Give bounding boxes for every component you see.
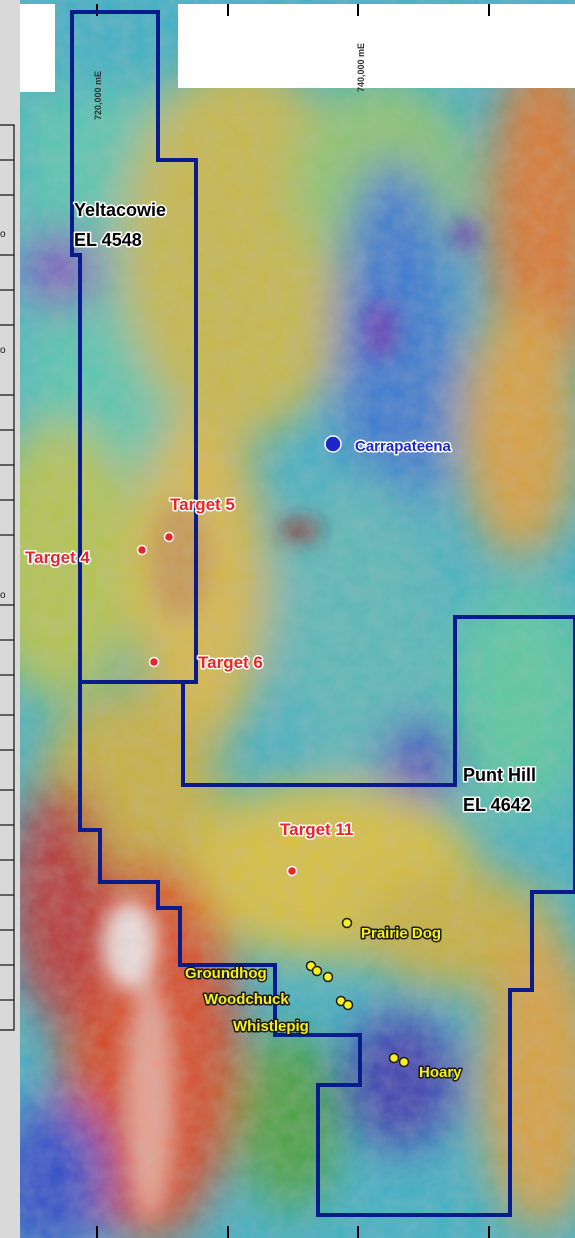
groundhog-label: Groundhog [185, 965, 267, 982]
svg-text:o: o [0, 229, 6, 240]
left-scale-ticks [0, 124, 15, 1031]
target-11-label: Target 11 [280, 820, 353, 839]
svg-text:o: o [0, 590, 6, 601]
target-6-marker[interactable] [148, 656, 160, 668]
target-4-label: Target 4 [25, 548, 90, 567]
tenement-name-punt-hill: Punt Hill [463, 765, 536, 785]
groundhog-marker-3[interactable] [322, 971, 334, 983]
carrapateena-label: Carrapateena [355, 438, 452, 455]
target-5-marker[interactable] [163, 531, 175, 543]
left-scale-marks: o o o [0, 229, 6, 601]
carrapateena-marker[interactable] [324, 435, 342, 453]
target-11-marker[interactable] [286, 865, 298, 877]
svg-text:o: o [0, 345, 6, 356]
top-white-margin-left [20, 4, 55, 92]
grid-label-740000: 740,000 mE [356, 43, 366, 92]
left-frame [0, 0, 20, 1238]
groundhog-marker-2[interactable] [311, 965, 323, 977]
bottom-grid-ticks [96, 1226, 490, 1238]
woodchuck-marker-2[interactable] [342, 999, 354, 1011]
target-4-marker[interactable] [136, 544, 148, 556]
tenement-name-yeltacowie: Yeltacowie [74, 200, 166, 220]
prairie-dog-marker[interactable] [341, 917, 353, 929]
hoary-marker-1[interactable] [388, 1052, 400, 1064]
punt-hill-boundary [78, 615, 575, 1217]
grid-label-720000: 720,000 mE [93, 71, 103, 120]
hoary-label: Hoary [419, 1064, 462, 1081]
top-white-margin-right [178, 4, 575, 88]
tenement-id-punt-hill: EL 4642 [463, 795, 531, 815]
target-6-label: Target 6 [198, 653, 263, 672]
tenement-id-yeltacowie: EL 4548 [74, 230, 142, 250]
hoary-marker-2[interactable] [398, 1056, 410, 1068]
whistlepig-label: Whistlepig [233, 1018, 309, 1035]
target-5-label: Target 5 [170, 495, 235, 514]
woodchuck-label: Woodchuck [204, 991, 289, 1008]
prairie-dog-label: Prairie Dog [361, 925, 441, 942]
yeltacowie-boundary [70, 10, 198, 684]
